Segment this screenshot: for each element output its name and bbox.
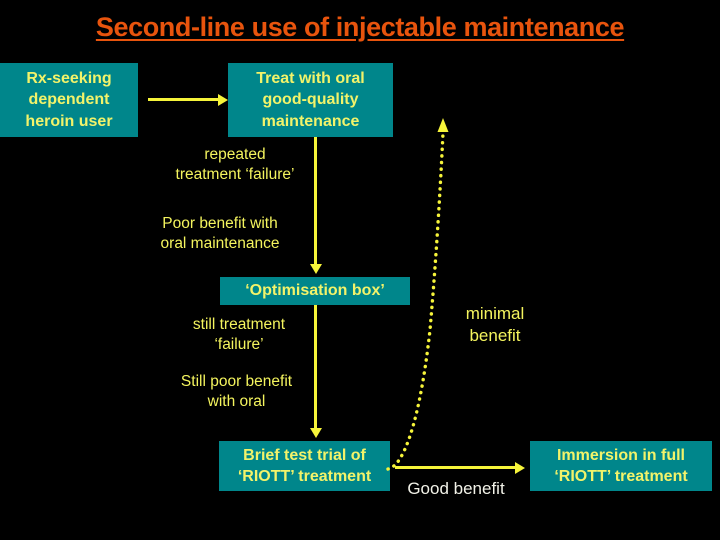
box-immersion-line-1: Immersion in full [556,446,685,464]
box-start-line-2: dependent [28,91,110,109]
arrow-optimisation-to-brief-test-shaft [314,305,317,429]
box-brief-test-line-1: Brief test trial of [243,446,366,464]
box-brief-test-trial-riott[interactable]: Brief test trial of ‘RIOTT’ treatment [219,441,390,491]
caption-still-poor-line-1: Still poor benefit [180,373,293,390]
caption-poor-benefit-line-2: oral maintenance [160,234,280,252]
arrow-start-to-oral-head [218,93,228,106]
box-immersion-line-2: ‘RIOTT’ treatment [554,468,688,485]
arrow-oral-to-optimisation-shaft [314,137,317,265]
arrow-brief-test-to-immersion-shaft [395,466,517,469]
caption-repeated-treatment-failure: repeated treatment ‘failure’ [150,145,320,185]
arrow-brief-test-to-immersion-head [515,461,525,474]
caption-still-failure-line-2: ‘failure’ [214,335,264,353]
box-treat-with-oral-good-quality-maintenance[interactable]: Treat with oral good-quality maintenance [228,63,393,137]
box-brief-test-line-2: ‘RIOTT’ treatment [237,468,372,485]
dotted-feedback-arrow-head [437,118,449,132]
caption-good-benefit: Good benefit [391,478,521,500]
caption-minimal-line-2: benefit [469,325,521,345]
caption-still-poor-benefit-with-oral: Still poor benefit with oral [160,372,313,412]
caption-still-treatment-failure: still treatment ‘failure’ [165,315,313,355]
box-start-line-1: Rx-seeking [26,70,112,88]
caption-minimal-benefit: minimal benefit [440,303,550,347]
caption-minimal-line-1: minimal [465,304,525,323]
arrow-start-to-oral-shaft [148,98,220,101]
box-optimisation-line-1: ‘Optimisation box’ [245,282,385,300]
caption-still-failure-line-1: still treatment [192,316,286,333]
caption-repeated-line-1: repeated [204,146,266,163]
arrow-optimisation-to-brief-test-head [309,428,322,438]
box-oral-line-3: maintenance [261,112,360,130]
box-start-line-3: heroin user [25,112,113,130]
caption-still-poor-line-2: with oral [207,392,266,410]
box-oral-line-1: Treat with oral [256,70,365,88]
slide-title: Second-line use of injectable maintenanc… [95,12,625,42]
box-oral-line-2: good-quality [262,91,359,109]
arrow-oral-to-optimisation-head [309,264,322,274]
caption-repeated-line-2: treatment ‘failure’ [175,165,295,183]
caption-good-benefit-line-1: Good benefit [407,479,505,498]
box-optimisation-box[interactable]: ‘Optimisation box’ [220,277,410,305]
caption-poor-benefit-with-oral-maintenance: Poor benefit with oral maintenance [130,214,310,254]
box-rx-seeking-dependent-heroin-user[interactable]: Rx-seeking dependent heroin user [0,63,138,137]
box-immersion-in-full-riott[interactable]: Immersion in full ‘RIOTT’ treatment [530,441,712,491]
caption-poor-benefit-line-1: Poor benefit with [162,215,278,232]
